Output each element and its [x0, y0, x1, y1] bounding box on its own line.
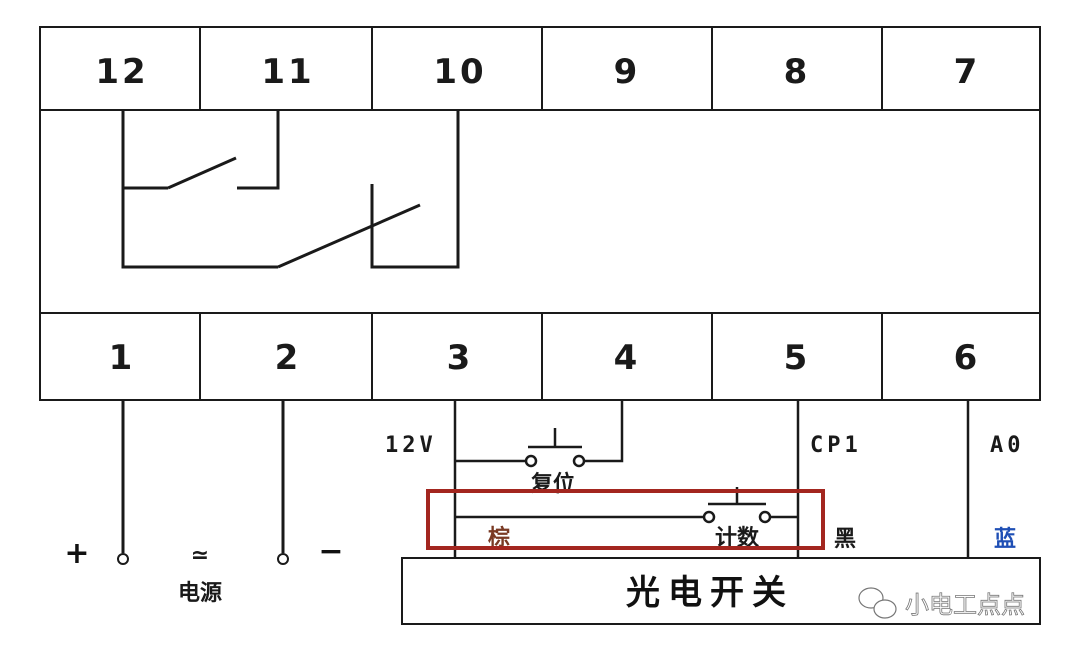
watermark-text: 小电工点点 [905, 591, 1025, 619]
count-switch-symbol [702, 487, 772, 524]
terminal-11: 11 [261, 52, 314, 92]
terminal-5: 5 [784, 338, 811, 378]
terminal-6: 6 [954, 338, 981, 378]
label-brown-wire: 棕 [488, 525, 510, 551]
power-wires [121, 400, 285, 553]
label-12v: 12V [385, 433, 437, 458]
label-cp1: CP1 [810, 433, 862, 458]
label-black-wire: 黑 [834, 527, 856, 552]
terminal-9: 9 [614, 52, 641, 92]
ac-dc-symbol: ≃ [191, 543, 209, 568]
terminal-1: 1 [109, 338, 136, 378]
device-body [39, 26, 1041, 401]
power-plus-sign: + [64, 536, 89, 571]
terminal-10: 10 [433, 52, 486, 92]
chat-bubbles-icon [858, 587, 897, 619]
terminal-3: 3 [447, 338, 474, 378]
power-minus-sign: − [318, 534, 343, 569]
terminal-4: 4 [614, 338, 641, 378]
terminal-12: 12 [95, 52, 148, 92]
sensor-wires [453, 400, 970, 558]
watermark: 小电工点点 [858, 587, 1025, 619]
photoelectric-switch-box [401, 557, 1041, 625]
label-reset: 复位 [530, 471, 575, 497]
label-blue-wire: 蓝 [994, 527, 1016, 552]
terminal-7: 7 [954, 52, 981, 92]
power-plus-terminal [117, 553, 129, 565]
top-terminal-dividers [199, 27, 883, 110]
power-label: 电源 [178, 581, 222, 606]
label-a0: A0 [990, 433, 1025, 458]
terminal-8: 8 [784, 52, 811, 92]
highlight-box [426, 489, 825, 550]
terminal-2: 2 [275, 338, 302, 378]
power-minus-terminal [277, 553, 289, 565]
bottom-terminal-dividers [199, 313, 883, 400]
photoelectric-switch-label: 光电开关 [626, 573, 794, 613]
reset-button-symbol [524, 428, 586, 468]
relay-contacts [121, 110, 460, 269]
